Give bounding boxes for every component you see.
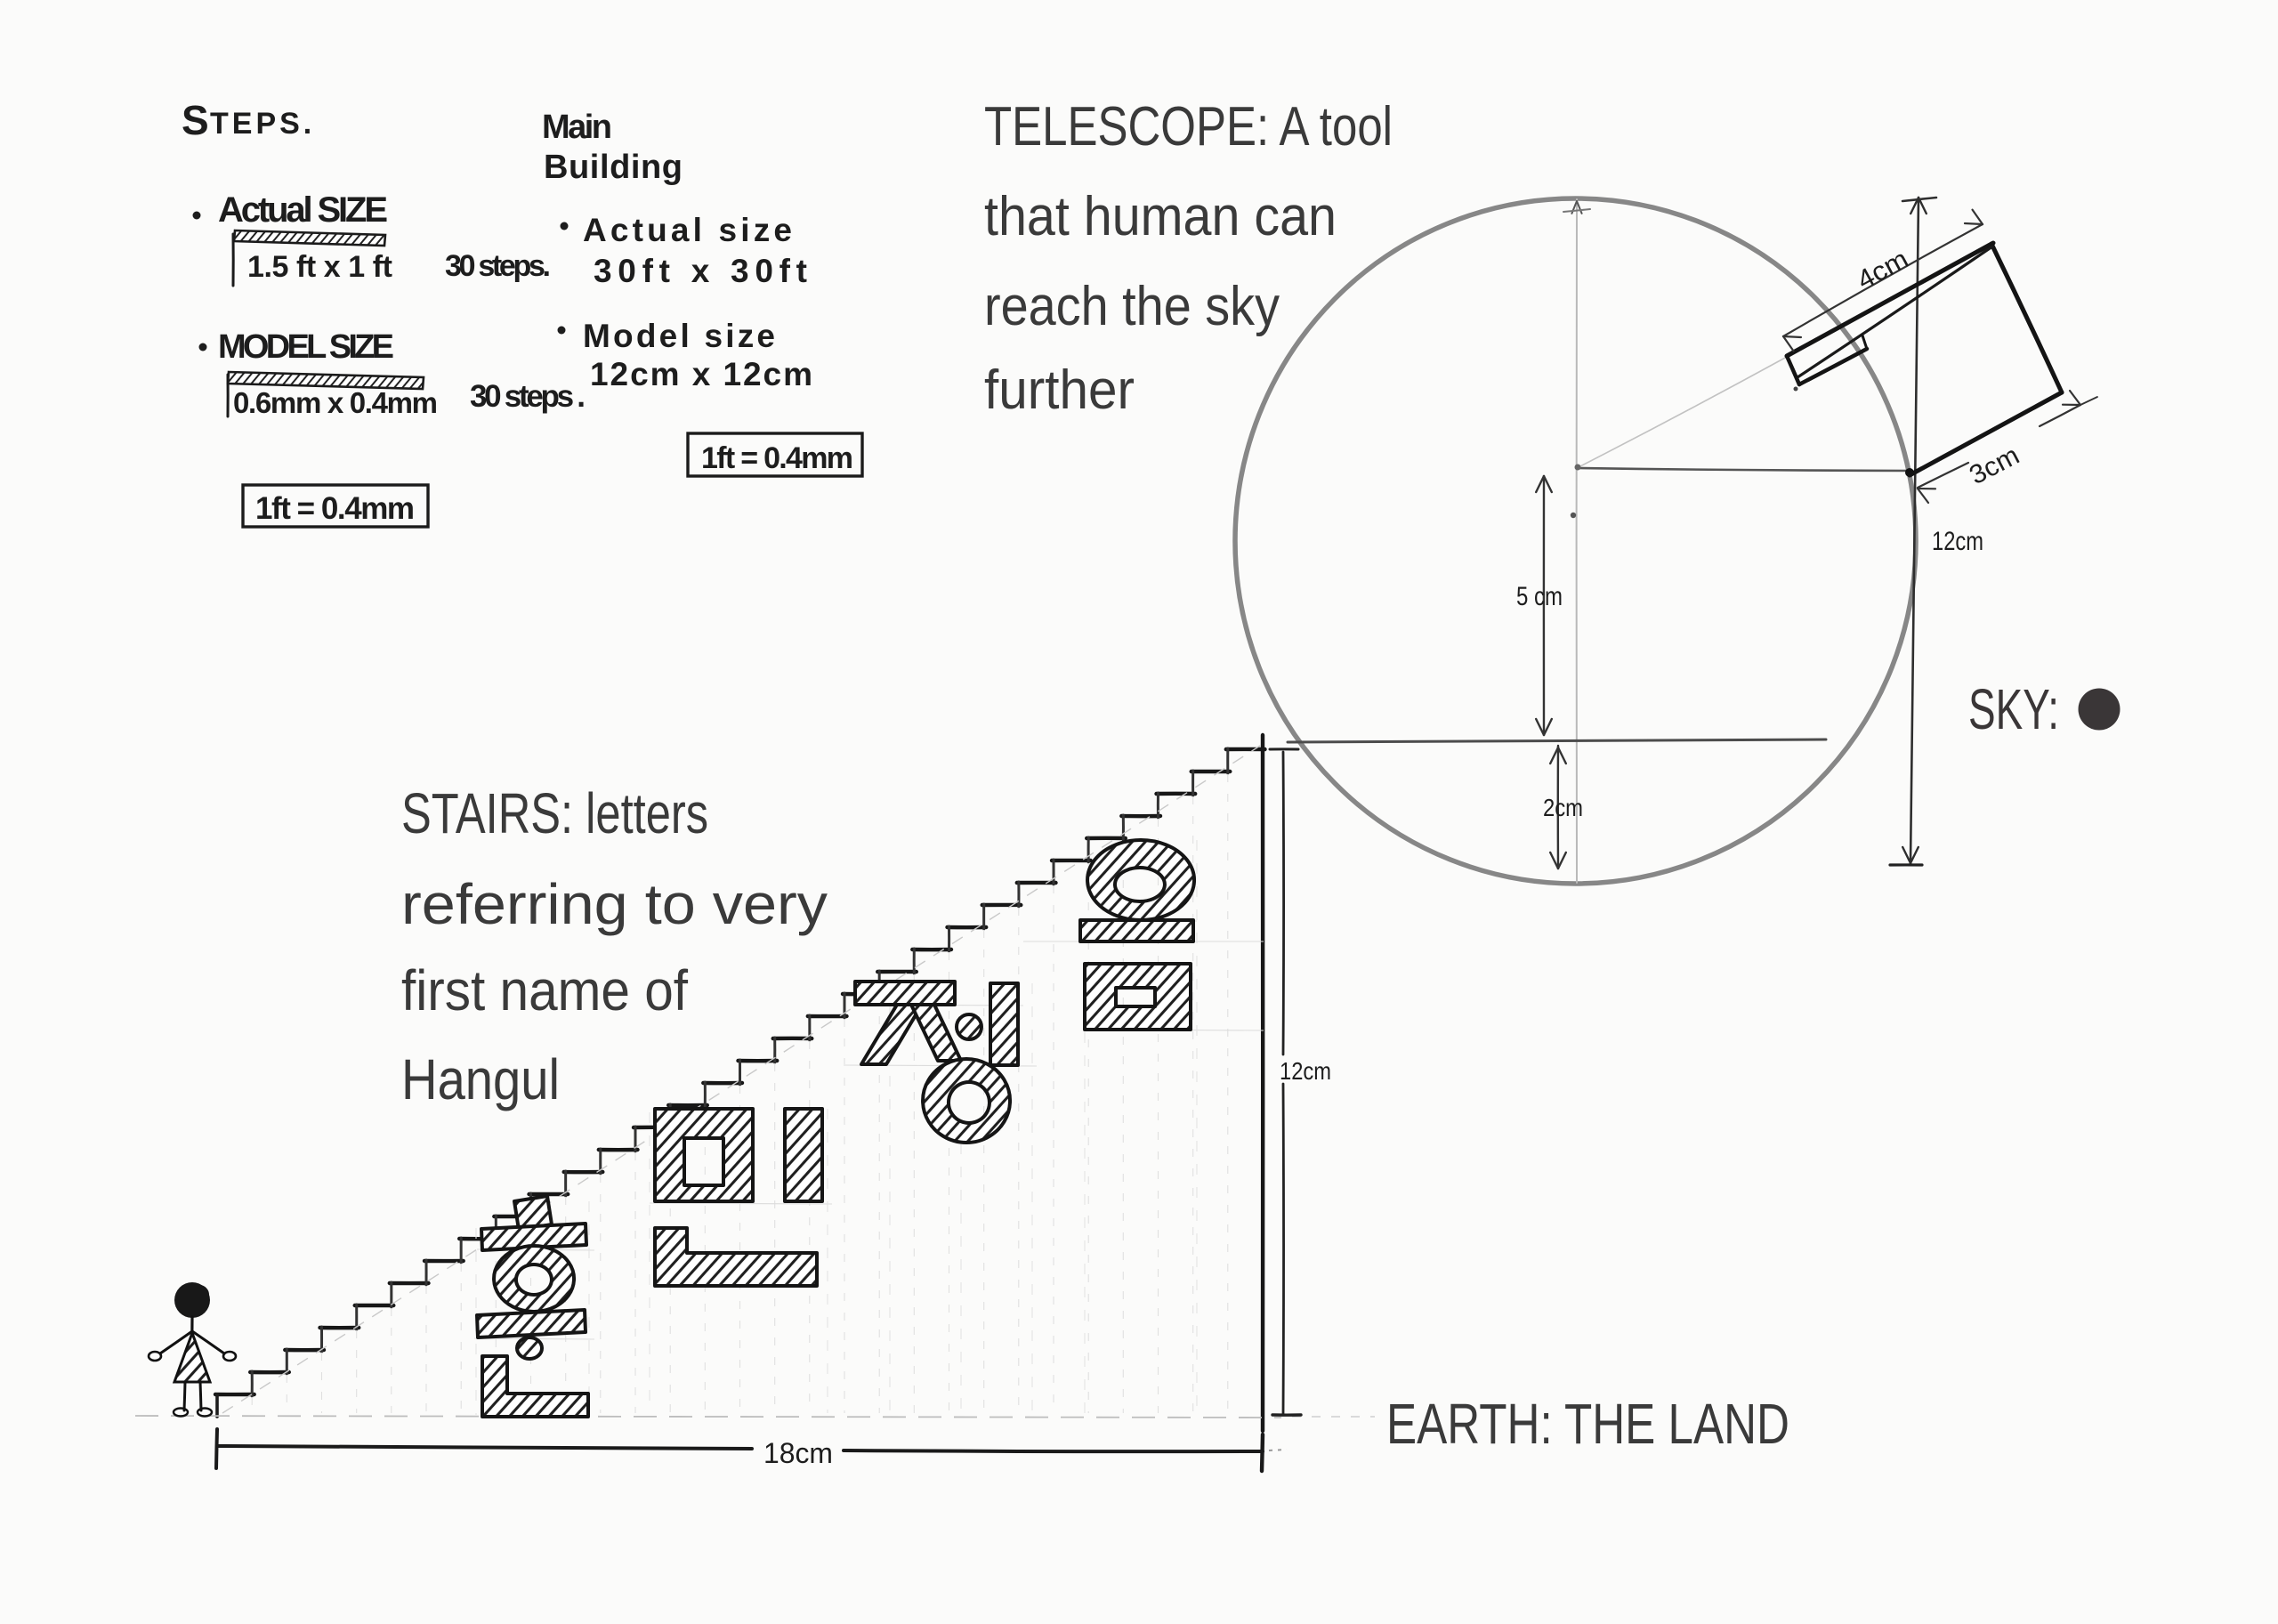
svg-text:5 cm: 5 cm (1516, 582, 1563, 611)
svg-text:Building: Building (544, 149, 683, 186)
svg-text:30 steps.: 30 steps. (445, 249, 551, 283)
svg-text:Actual SIZE: Actual SIZE (218, 190, 388, 230)
svg-text:30 steps .: 30 steps . (470, 379, 586, 414)
svg-text:reach the sky: reach the sky (984, 276, 1280, 337)
svg-text:0.6mm x 0.4mm: 0.6mm x 0.4mm (233, 386, 438, 419)
svg-text:30ft x 30ft: 30ft x 30ft (594, 253, 807, 289)
svg-text:12cm: 12cm (1280, 1057, 1331, 1085)
svg-text:Actual size: Actual size (583, 212, 792, 248)
svg-text:Hangul: Hangul (401, 1047, 560, 1111)
svg-text:1ft = 0.4mm: 1ft = 0.4mm (701, 441, 853, 475)
svg-text:first name of: first name of (401, 958, 688, 1022)
svg-text:MODEL SIZE: MODEL SIZE (218, 328, 394, 366)
svg-text:SKY:: SKY: (1968, 677, 2059, 741)
svg-text:1.5 ft x 1 ft: 1.5 ft x 1 ft (247, 250, 392, 284)
svg-text:that human can: that human can (984, 186, 1337, 247)
svg-text:STAIRS: letters: STAIRS: letters (401, 781, 708, 845)
svg-text:12cm: 12cm (1932, 527, 1983, 556)
svg-text:S: S (182, 97, 209, 143)
svg-text:18cm: 18cm (763, 1437, 833, 1469)
svg-text:Main: Main (542, 109, 612, 146)
svg-text:further: further (984, 360, 1135, 421)
svg-text:2cm: 2cm (1543, 794, 1583, 821)
svg-text:TELESCOPE: A tool: TELESCOPE: A tool (984, 96, 1393, 158)
svg-text:1ft = 0.4mm: 1ft = 0.4mm (255, 491, 415, 526)
svg-text:referring to very: referring to very (401, 872, 828, 936)
svg-text:TEPS.: TEPS. (210, 107, 315, 141)
svg-text:EARTH: THE LAND: EARTH: THE LAND (1386, 1392, 1789, 1456)
svg-text:12cm x 12cm: 12cm x 12cm (590, 356, 812, 392)
